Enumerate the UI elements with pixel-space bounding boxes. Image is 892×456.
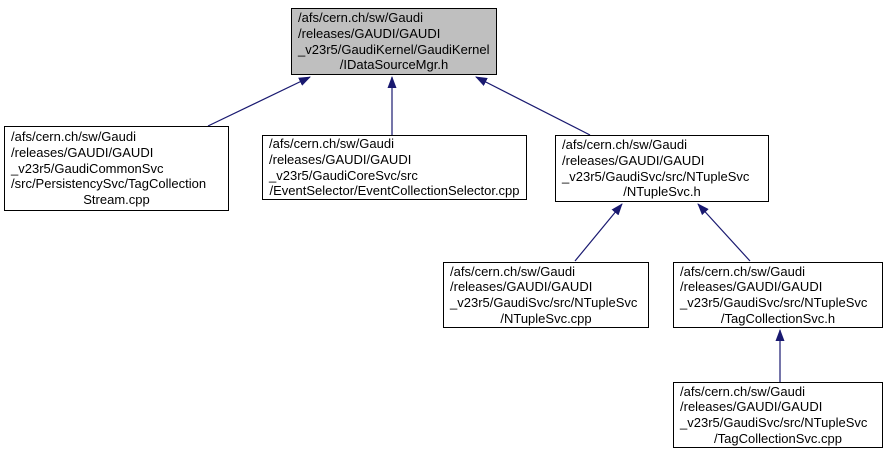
node-tagcollectionstream-cpp[interactable]: /afs/cern.ch/sw/Gaudi /releases/GAUDI/GA… [4, 126, 229, 211]
path-line: /afs/cern.ch/sw/Gaudi [680, 383, 805, 399]
path-line: /src/PersistencySvc/TagCollection [11, 176, 207, 192]
edge-ntuplesvc-h-to-idatasourcemgr [475, 76, 591, 136]
path-line: /afs/cern.ch/sw/Gaudi [562, 137, 687, 153]
node-eventcollectionselector-cpp[interactable]: /afs/cern.ch/sw/Gaudi /releases/GAUDI/GA… [262, 135, 527, 200]
path-line: _v23r5/GaudiSvc/src/NTupleSvc [680, 415, 868, 430]
path-line: _v23r5/GaudiSvc/src/NTupleSvc [450, 295, 638, 310]
path-line: /NTupleSvc.cpp [500, 310, 592, 326]
edge-tagcollectionstream-to-idatasourcemgr [207, 76, 311, 127]
path-line: Stream.cpp [83, 192, 150, 208]
path-line: /releases/GAUDI/GAUDI [450, 279, 593, 295]
edge-tagcollectionsvc-h-to-ntuplesvc-h [697, 203, 751, 262]
path-line: _v23r5/GaudiCommonSvc [11, 160, 164, 176]
node-ntuplesvc-cpp[interactable]: /afs/cern.ch/sw/Gaudi /releases/GAUDI/GA… [443, 262, 649, 328]
path-line: /IDataSourceMgr.h [339, 57, 449, 73]
path-line: _v23r5/GaudiSvc/src/NTupleSvc [562, 168, 750, 184]
path-line: /releases/GAUDI/GAUDI [298, 25, 441, 41]
path-line: /afs/cern.ch/sw/Gaudi [450, 263, 575, 279]
node-ntuplesvc-h[interactable]: /afs/cern.ch/sw/Gaudi /releases/GAUDI/GA… [555, 135, 769, 202]
path-line: _v23r5/GaudiCoreSvc/src [269, 167, 418, 183]
node-idatasourcemgr-h: /afs/cern.ch/sw/Gaudi /releases/GAUDI/GA… [291, 8, 497, 75]
path-line: /releases/GAUDI/GAUDI [680, 279, 823, 295]
node-tagcollectionsvc-h[interactable]: /afs/cern.ch/sw/Gaudi /releases/GAUDI/GA… [673, 262, 883, 328]
path-line: /releases/GAUDI/GAUDI [269, 151, 412, 167]
path-line: /releases/GAUDI/GAUDI [680, 399, 823, 415]
path-line: /EventSelector/EventCollectionSelector.c… [269, 183, 520, 199]
path-line: /NTupleSvc.h [623, 184, 701, 200]
path-line: /TagCollectionSvc.h [720, 310, 836, 326]
path-line: /TagCollectionSvc.cpp [714, 430, 842, 446]
path-line: /afs/cern.ch/sw/Gaudi [269, 136, 394, 152]
path-line: _v23r5/GaudiKernel/GaudiKernel [298, 41, 490, 57]
path-line: /afs/cern.ch/sw/Gaudi [298, 10, 423, 26]
path-line: _v23r5/GaudiSvc/src/NTupleSvc [680, 295, 868, 310]
path-line: /releases/GAUDI/GAUDI [562, 152, 705, 168]
node-tagcollectionsvc-cpp[interactable]: /afs/cern.ch/sw/Gaudi /releases/GAUDI/GA… [673, 382, 883, 448]
path-line: /releases/GAUDI/GAUDI [11, 144, 154, 160]
path-line: /afs/cern.ch/sw/Gaudi [680, 263, 805, 279]
path-line: /afs/cern.ch/sw/Gaudi [11, 129, 136, 145]
edge-ntuplesvc-cpp-to-ntuplesvc-h [574, 203, 623, 262]
